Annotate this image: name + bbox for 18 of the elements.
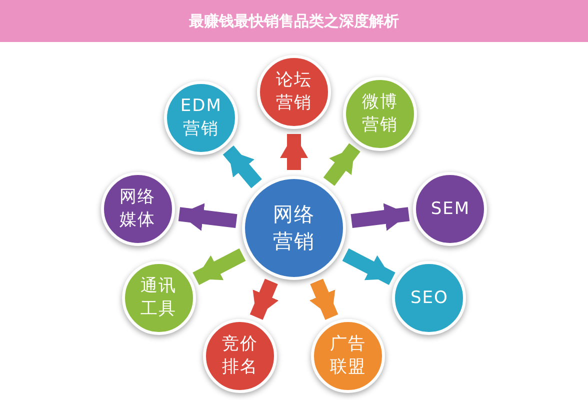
node-label: 网络营销 (272, 201, 316, 255)
arrow (222, 146, 262, 188)
node-label: 网络媒体 (118, 186, 157, 232)
node-label: 竞价排名 (220, 332, 259, 379)
title: 最赚钱最快销售品类之深度解析 (189, 10, 399, 32)
node-label: 微博营销 (361, 91, 400, 137)
node-label: SEO (410, 286, 449, 310)
arrow (323, 143, 360, 186)
node-label: SEM (430, 198, 470, 221)
arrow (350, 203, 410, 231)
arrow (250, 278, 279, 320)
node-label: EDM营销 (180, 95, 222, 141)
arrow (280, 134, 308, 170)
node-label: 广告联盟 (329, 332, 368, 379)
arrow (309, 278, 338, 320)
node-label: 论坛营销 (275, 69, 313, 115)
arrow (178, 203, 238, 231)
node-label: 通讯工具 (140, 275, 178, 321)
